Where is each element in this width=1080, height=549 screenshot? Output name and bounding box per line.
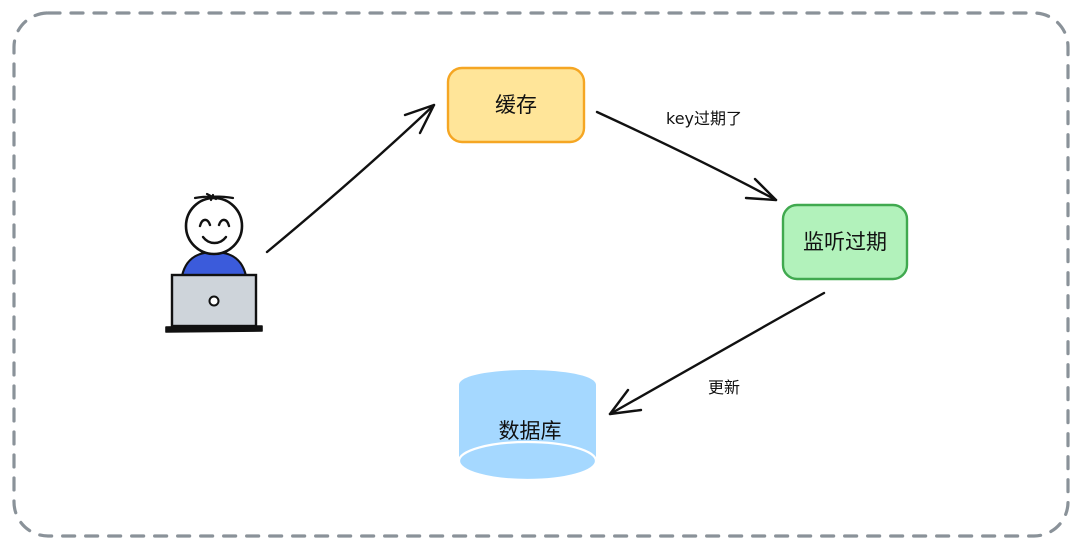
laptop-base [165, 325, 263, 333]
cache-label: 缓存 [495, 93, 537, 117]
person-smile [201, 235, 228, 245]
dashed-frame [12, 11, 1070, 538]
arrowhead-icon [744, 177, 778, 202]
user-at-laptop-icon [165, 192, 263, 333]
arrowhead-icon [403, 103, 436, 135]
person-hair [193, 192, 235, 202]
edge-line [265, 103, 436, 254]
cache-box [446, 66, 586, 144]
edge-user-to-cache [265, 103, 436, 254]
edge-label-update: 更新 [708, 378, 740, 397]
edge-cache-to-listener: key过期了 [595, 109, 778, 202]
person-body [180, 250, 248, 278]
database-node[interactable]: 数据库 [457, 370, 598, 482]
edge-listener-to-database: 更新 [608, 291, 826, 416]
database-cylinder-bottom [457, 440, 598, 482]
laptop-logo [208, 295, 220, 307]
edge-line [595, 110, 778, 202]
listener-box [781, 203, 909, 281]
listener-label: 监听过期 [803, 230, 887, 254]
person-eyes [198, 218, 231, 228]
edge-line [608, 291, 826, 416]
listener-node[interactable]: 监听过期 [781, 203, 909, 281]
database-label: 数据库 [499, 419, 562, 443]
edge-label-key-expired: key过期了 [666, 109, 742, 128]
arrowhead-icon [608, 388, 643, 416]
cache-node[interactable]: 缓存 [446, 66, 586, 144]
person-head [184, 196, 244, 256]
